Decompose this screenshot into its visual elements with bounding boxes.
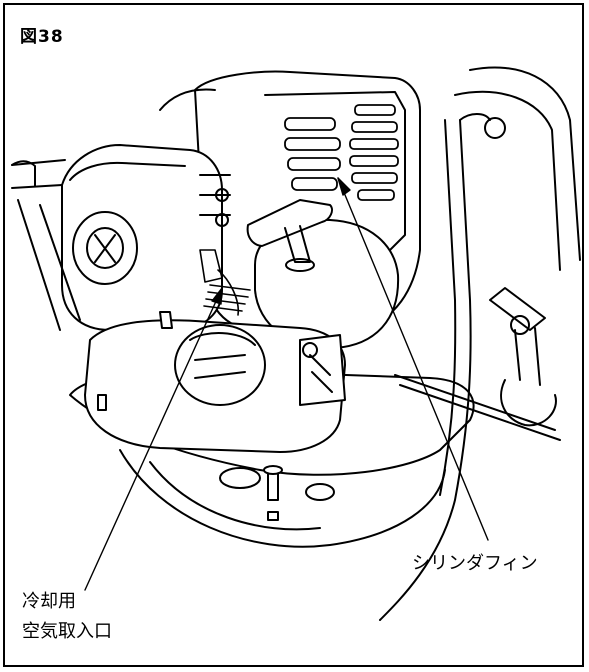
left-pipe (11, 159, 81, 331)
figure-frame (3, 3, 584, 667)
fuel-tank (84, 319, 346, 453)
callout-cylinder-fin: シリンダフィン (412, 553, 538, 574)
air-arrowhead (211, 287, 223, 305)
callout-air-intake-line1: 冷却用 (22, 591, 76, 612)
air-leader-line (84, 287, 223, 591)
leader-lines (84, 177, 489, 591)
callout-air-intake-line2: 空気取入口 (22, 621, 112, 642)
fin-arrowhead (337, 177, 351, 196)
air-cleaner (61, 144, 231, 331)
figure-label: 図38 (20, 27, 64, 47)
air-intake-vent (199, 249, 251, 316)
mounting-bolts (97, 311, 283, 521)
callout-air-intake: 冷却用 空気取入口 (22, 587, 112, 647)
recoil-starter (246, 199, 400, 350)
fin-leader-line (337, 177, 489, 541)
cylinder-fins (284, 104, 399, 201)
frame-tube (379, 66, 581, 621)
